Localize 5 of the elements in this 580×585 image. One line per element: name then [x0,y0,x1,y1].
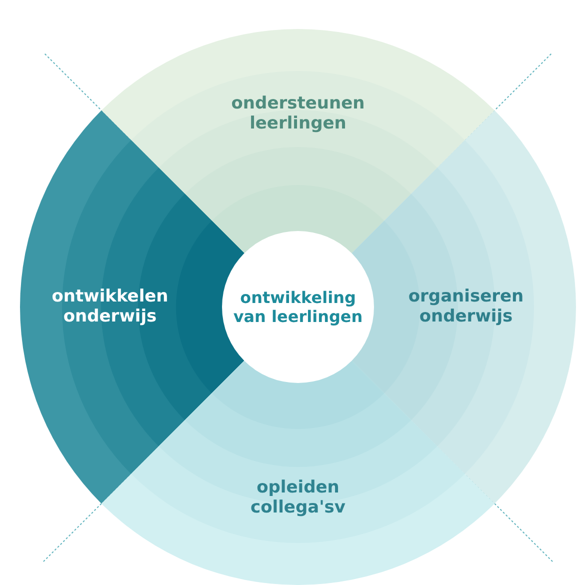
center-label: ontwikkeling van leerlingen [232,288,364,326]
quadrant-label: ondersteunen leerlingen [230,94,366,134]
quadrant-label: opleiden collega'sv [250,478,346,518]
quadrant-label: ontwikkelen onderwijs [50,286,170,328]
quadrant-label: organiseren onderwijs [407,286,525,328]
